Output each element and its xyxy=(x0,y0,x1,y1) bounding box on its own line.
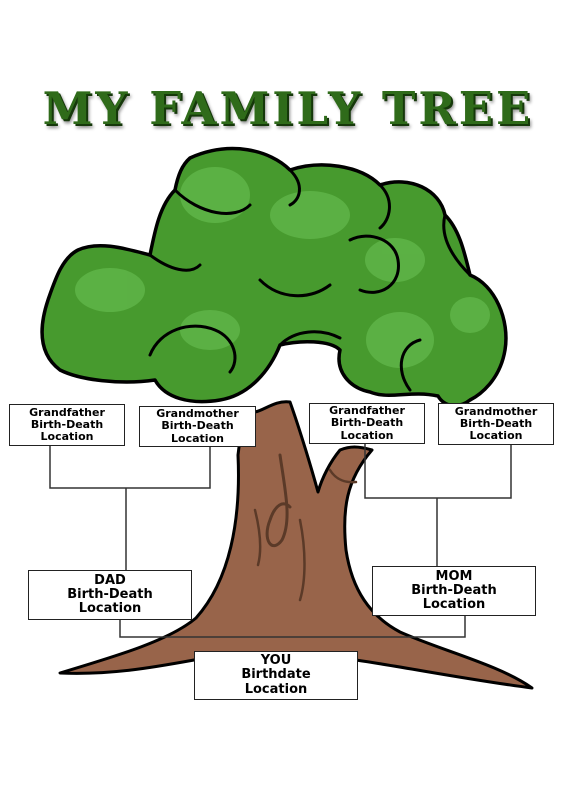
grandmother-dates: Birth-Death xyxy=(161,419,234,433)
grandmother-location: Location xyxy=(171,431,224,445)
grandmother-dates: Birth-Death xyxy=(459,416,533,430)
mom-name: MOM xyxy=(435,568,473,584)
you-name: YOU xyxy=(260,653,292,669)
grandfather-name: Grandfather xyxy=(329,404,405,418)
you-location: Location xyxy=(244,681,308,697)
dad-dates: Birth-Death xyxy=(67,586,153,602)
grandfather-dad-side-box: Grandfather Birth-Death Location xyxy=(9,404,125,446)
mom-box: MOM Birth-Death Location xyxy=(372,566,536,616)
page-title: MY FAMILY TREE xyxy=(42,82,534,135)
grandfather-mom-side-box: Grandfather Birth-Death Location xyxy=(309,403,425,444)
grandfather-dates: Birth-Death xyxy=(330,416,404,430)
connector-lines xyxy=(49,443,512,638)
dad-location: Location xyxy=(78,601,142,617)
grandmother-name: Grandmother xyxy=(156,407,239,421)
you-birthdate: Birthdate xyxy=(241,667,311,683)
dad-box: DAD Birth-Death Location xyxy=(28,570,192,620)
mom-dates: Birth-Death xyxy=(411,582,497,598)
grandmother-mom-side-box: Grandmother Birth-Death Location xyxy=(438,403,554,445)
grandfather-dates: Birth-Death xyxy=(30,417,104,431)
you-box: YOU Birthdate Location xyxy=(194,651,358,700)
grandfather-location: Location xyxy=(40,430,94,444)
grandmother-dad-side-box: Grandmother Birth-Death Location xyxy=(139,406,256,447)
mom-location: Location xyxy=(422,597,486,613)
grandmother-name: Grandmother xyxy=(454,404,538,418)
grandfather-location: Location xyxy=(340,428,394,442)
tree-trunk xyxy=(58,400,534,690)
grandfather-name: Grandfather xyxy=(29,405,105,419)
dad-name: DAD xyxy=(94,572,126,588)
grandmother-location: Location xyxy=(469,429,523,443)
